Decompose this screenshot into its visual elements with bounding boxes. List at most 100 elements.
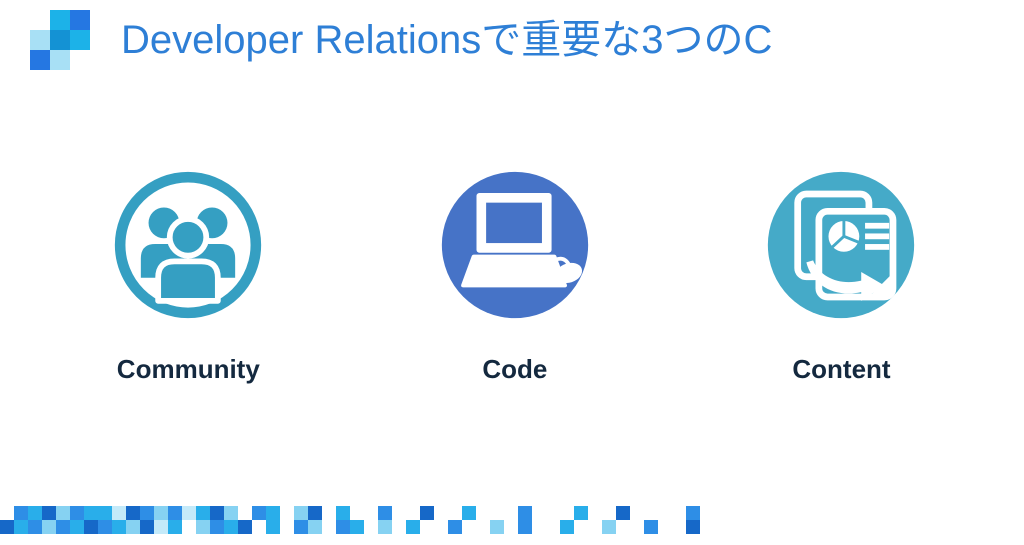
community-people-icon	[111, 168, 265, 322]
mosaic-pixel	[350, 520, 364, 534]
mosaic-pixel	[238, 520, 252, 534]
mosaic-pixel	[28, 520, 42, 534]
mosaic-pixel	[462, 520, 476, 534]
mosaic-pixel	[98, 506, 112, 520]
mosaic-pixel	[448, 520, 462, 534]
mosaic-pixel	[504, 506, 518, 520]
mosaic-pixel	[252, 520, 266, 534]
logo-pixel	[50, 10, 70, 30]
mosaic-pixel	[630, 520, 644, 534]
mosaic-pixel	[378, 520, 392, 534]
mosaic-pixel	[686, 520, 700, 534]
mosaic-pixel	[42, 520, 56, 534]
content-documents-icon	[764, 168, 918, 322]
card-label-community: Community	[116, 354, 260, 384]
mosaic-pixel	[140, 506, 154, 520]
mosaic-pixel	[420, 520, 434, 534]
mosaic-pixel	[392, 506, 406, 520]
mosaic-pixel	[196, 520, 210, 534]
mosaic-pixel	[574, 506, 588, 520]
mosaic-pixel	[700, 520, 714, 534]
logo-pixel	[70, 30, 90, 50]
mosaic-pixel	[714, 520, 728, 534]
mosaic-pixel	[364, 506, 378, 520]
mosaic-pixel	[378, 506, 392, 520]
mosaic-pixel	[364, 520, 378, 534]
mosaic-pixel	[182, 506, 196, 520]
mosaic-pixel	[336, 506, 350, 520]
code-laptop-icon	[438, 168, 592, 322]
mosaic-pixel	[602, 506, 616, 520]
card-community: Community	[25, 168, 352, 385]
mosaic-pixel	[210, 520, 224, 534]
mosaic-pixel	[280, 506, 294, 520]
mosaic-pixel	[14, 506, 28, 520]
mosaic-pixel	[84, 520, 98, 534]
mosaic-pixel	[658, 506, 672, 520]
mosaic-pixel	[518, 506, 532, 520]
mosaic-pixel	[154, 520, 168, 534]
mosaic-pixel	[84, 506, 98, 520]
mosaic-pixel	[196, 506, 210, 520]
mosaic-pixel	[686, 506, 700, 520]
mosaic-pixel	[476, 506, 490, 520]
mosaic-pixel	[714, 506, 728, 520]
mosaic-pixel	[14, 520, 28, 534]
mosaic-pixel	[504, 520, 518, 534]
mosaic-pixel	[308, 520, 322, 534]
mosaic-pixel	[420, 506, 434, 520]
mosaic-pixel	[280, 520, 294, 534]
logo-pixel-empty	[70, 50, 90, 70]
mosaic-pixel	[658, 520, 672, 534]
mosaic-pixel	[630, 506, 644, 520]
mosaic-pixel	[70, 520, 84, 534]
mosaic-pixel	[644, 506, 658, 520]
mosaic-pixel	[0, 520, 14, 534]
concept-cards-row: Community Code	[25, 168, 1005, 385]
mosaic-pixel	[434, 520, 448, 534]
mosaic-pixel	[322, 506, 336, 520]
card-label-content: Content	[792, 354, 891, 384]
mosaic-pixel	[210, 506, 224, 520]
mosaic-pixel	[434, 506, 448, 520]
mosaic-pixel	[56, 520, 70, 534]
page-title: Developer Relationsで重要な3つのC	[121, 18, 773, 62]
mosaic-pixel	[574, 520, 588, 534]
mosaic-pixel	[112, 506, 126, 520]
mosaic-pixel	[672, 520, 686, 534]
mosaic-pixel	[602, 520, 616, 534]
mosaic-pixel	[644, 520, 658, 534]
logo-pixel	[50, 50, 70, 70]
pixel-mosaic-footer	[0, 506, 1024, 534]
mosaic-pixel	[168, 520, 182, 534]
mosaic-pixel	[406, 520, 420, 534]
mosaic-pixel	[462, 506, 476, 520]
mosaic-pixel	[266, 506, 280, 520]
mosaic-pixel	[350, 506, 364, 520]
mosaic-pixel	[252, 506, 266, 520]
logo-pixel	[70, 10, 90, 30]
mosaic-pixel	[518, 520, 532, 534]
mosaic-pixel	[28, 506, 42, 520]
card-label-code: Code	[482, 354, 548, 384]
mosaic-pixel	[70, 506, 84, 520]
logo-pixel	[30, 30, 50, 50]
mosaic-pixel	[56, 506, 70, 520]
mosaic-pixel	[546, 520, 560, 534]
logo-pixel-empty	[30, 10, 50, 30]
mosaic-pixel	[224, 520, 238, 534]
card-code: Code	[352, 168, 679, 385]
mosaic-pixel	[266, 520, 280, 534]
mosaic-pixel	[308, 506, 322, 520]
mosaic-pixel	[224, 506, 238, 520]
mosaic-pixel	[182, 520, 196, 534]
mosaic-pixel	[490, 520, 504, 534]
mosaic-pixel	[546, 506, 560, 520]
mosaic-pixel	[294, 520, 308, 534]
mosaic-pixel	[448, 506, 462, 520]
mosaic-pixel	[238, 506, 252, 520]
mosaic-pixel	[532, 506, 546, 520]
mosaic-pixel	[0, 506, 14, 520]
mosaic-pixel	[322, 520, 336, 534]
